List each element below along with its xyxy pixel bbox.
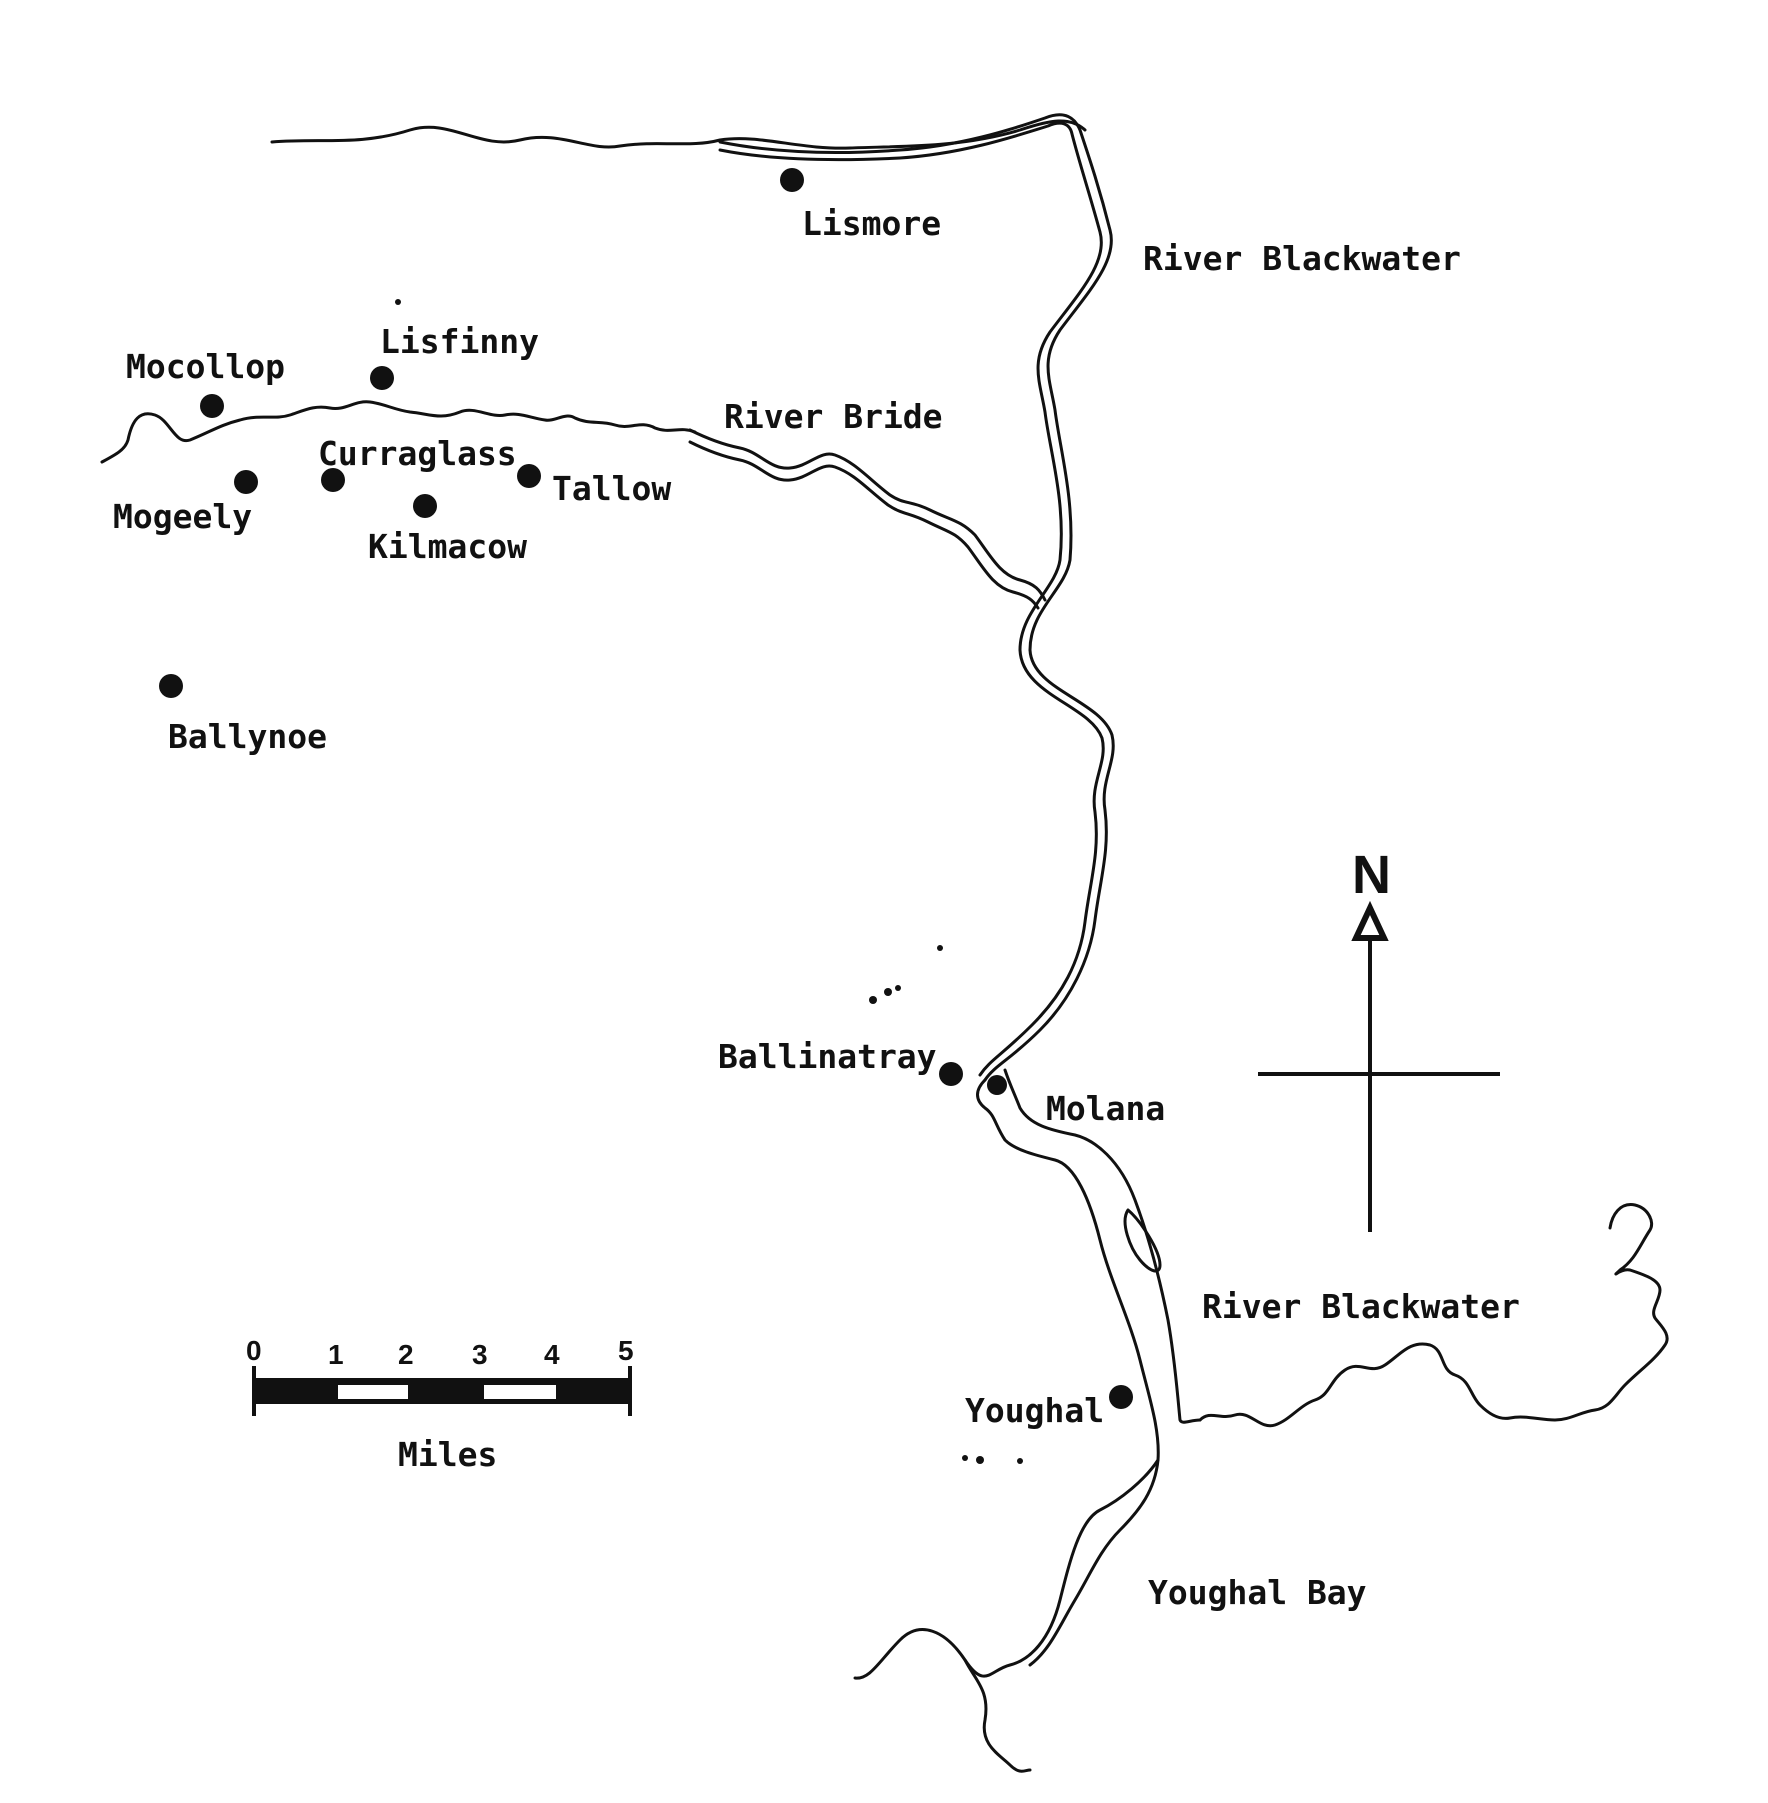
scale-tick-2: 2 bbox=[398, 1339, 414, 1370]
ballinatray-label: Ballinatray bbox=[718, 1037, 937, 1076]
curraglass-marker bbox=[321, 468, 345, 492]
curraglass-label: Curraglass bbox=[318, 434, 517, 473]
scale-bar: 0 1 2 3 4 5 Miles bbox=[246, 1335, 634, 1474]
scale-tick-0: 0 bbox=[246, 1335, 262, 1366]
river-blackwater-north-bank-east bbox=[718, 121, 1105, 1077]
kilmacow-marker bbox=[413, 494, 437, 518]
coast-line-south-inner bbox=[963, 1658, 1032, 1773]
river-bride-east-bank-north bbox=[688, 428, 1047, 602]
river-blackwater-north-label: River Blackwater bbox=[1143, 239, 1461, 278]
estuary-west-bank bbox=[976, 1078, 1160, 1667]
coast-line-south bbox=[853, 1458, 1160, 1680]
mocollop-label: Mocollop bbox=[126, 347, 285, 386]
kilmacow-label: Kilmacow bbox=[368, 527, 527, 566]
north-arrow: N bbox=[1258, 845, 1500, 1232]
ballynoe-label: Ballynoe bbox=[168, 717, 327, 756]
molana-label: Molana bbox=[1046, 1089, 1165, 1128]
scan-specks bbox=[395, 299, 1023, 1464]
mogeely-label: Mogeely bbox=[113, 497, 252, 536]
lismore-label: Lismore bbox=[802, 204, 941, 243]
scale-tick-5: 5 bbox=[618, 1335, 634, 1366]
lisfinny-label: Lisfinny bbox=[380, 322, 539, 361]
river-blackwater-north-bank-west bbox=[718, 113, 1115, 1082]
mogeely-marker bbox=[234, 470, 258, 494]
river-bride-west-line bbox=[100, 400, 697, 464]
ballynoe-marker bbox=[159, 674, 183, 698]
river-bride-label: River Bride bbox=[724, 397, 943, 436]
river-bride-east-bank-south bbox=[688, 440, 1040, 610]
tallow-label: Tallow bbox=[552, 469, 671, 508]
youghal-label: Youghal bbox=[965, 1391, 1104, 1430]
lismore-marker bbox=[780, 168, 804, 192]
lisfinny-marker bbox=[370, 366, 394, 390]
estuary-east-bank bbox=[1003, 1068, 1202, 1424]
scale-tick-1: 1 bbox=[328, 1339, 344, 1370]
estuary-island bbox=[1123, 1208, 1162, 1273]
river-blackwater-east-branch bbox=[1198, 1203, 1669, 1428]
molana-marker bbox=[987, 1075, 1007, 1095]
mocollop-marker bbox=[200, 394, 224, 418]
ballinatray-marker bbox=[939, 1062, 963, 1086]
youghal-marker bbox=[1109, 1385, 1133, 1409]
youghal-bay-label: Youghal Bay bbox=[1148, 1573, 1367, 1612]
north-arrow-label: N bbox=[1352, 845, 1391, 905]
scale-unit-label: Miles bbox=[398, 1435, 497, 1474]
tallow-marker bbox=[517, 464, 541, 488]
river-blackwater-upper-line bbox=[270, 119, 1087, 150]
scale-tick-3: 3 bbox=[472, 1339, 488, 1370]
river-blackwater-south-label: River Blackwater bbox=[1202, 1287, 1520, 1326]
scale-tick-4: 4 bbox=[544, 1339, 560, 1370]
